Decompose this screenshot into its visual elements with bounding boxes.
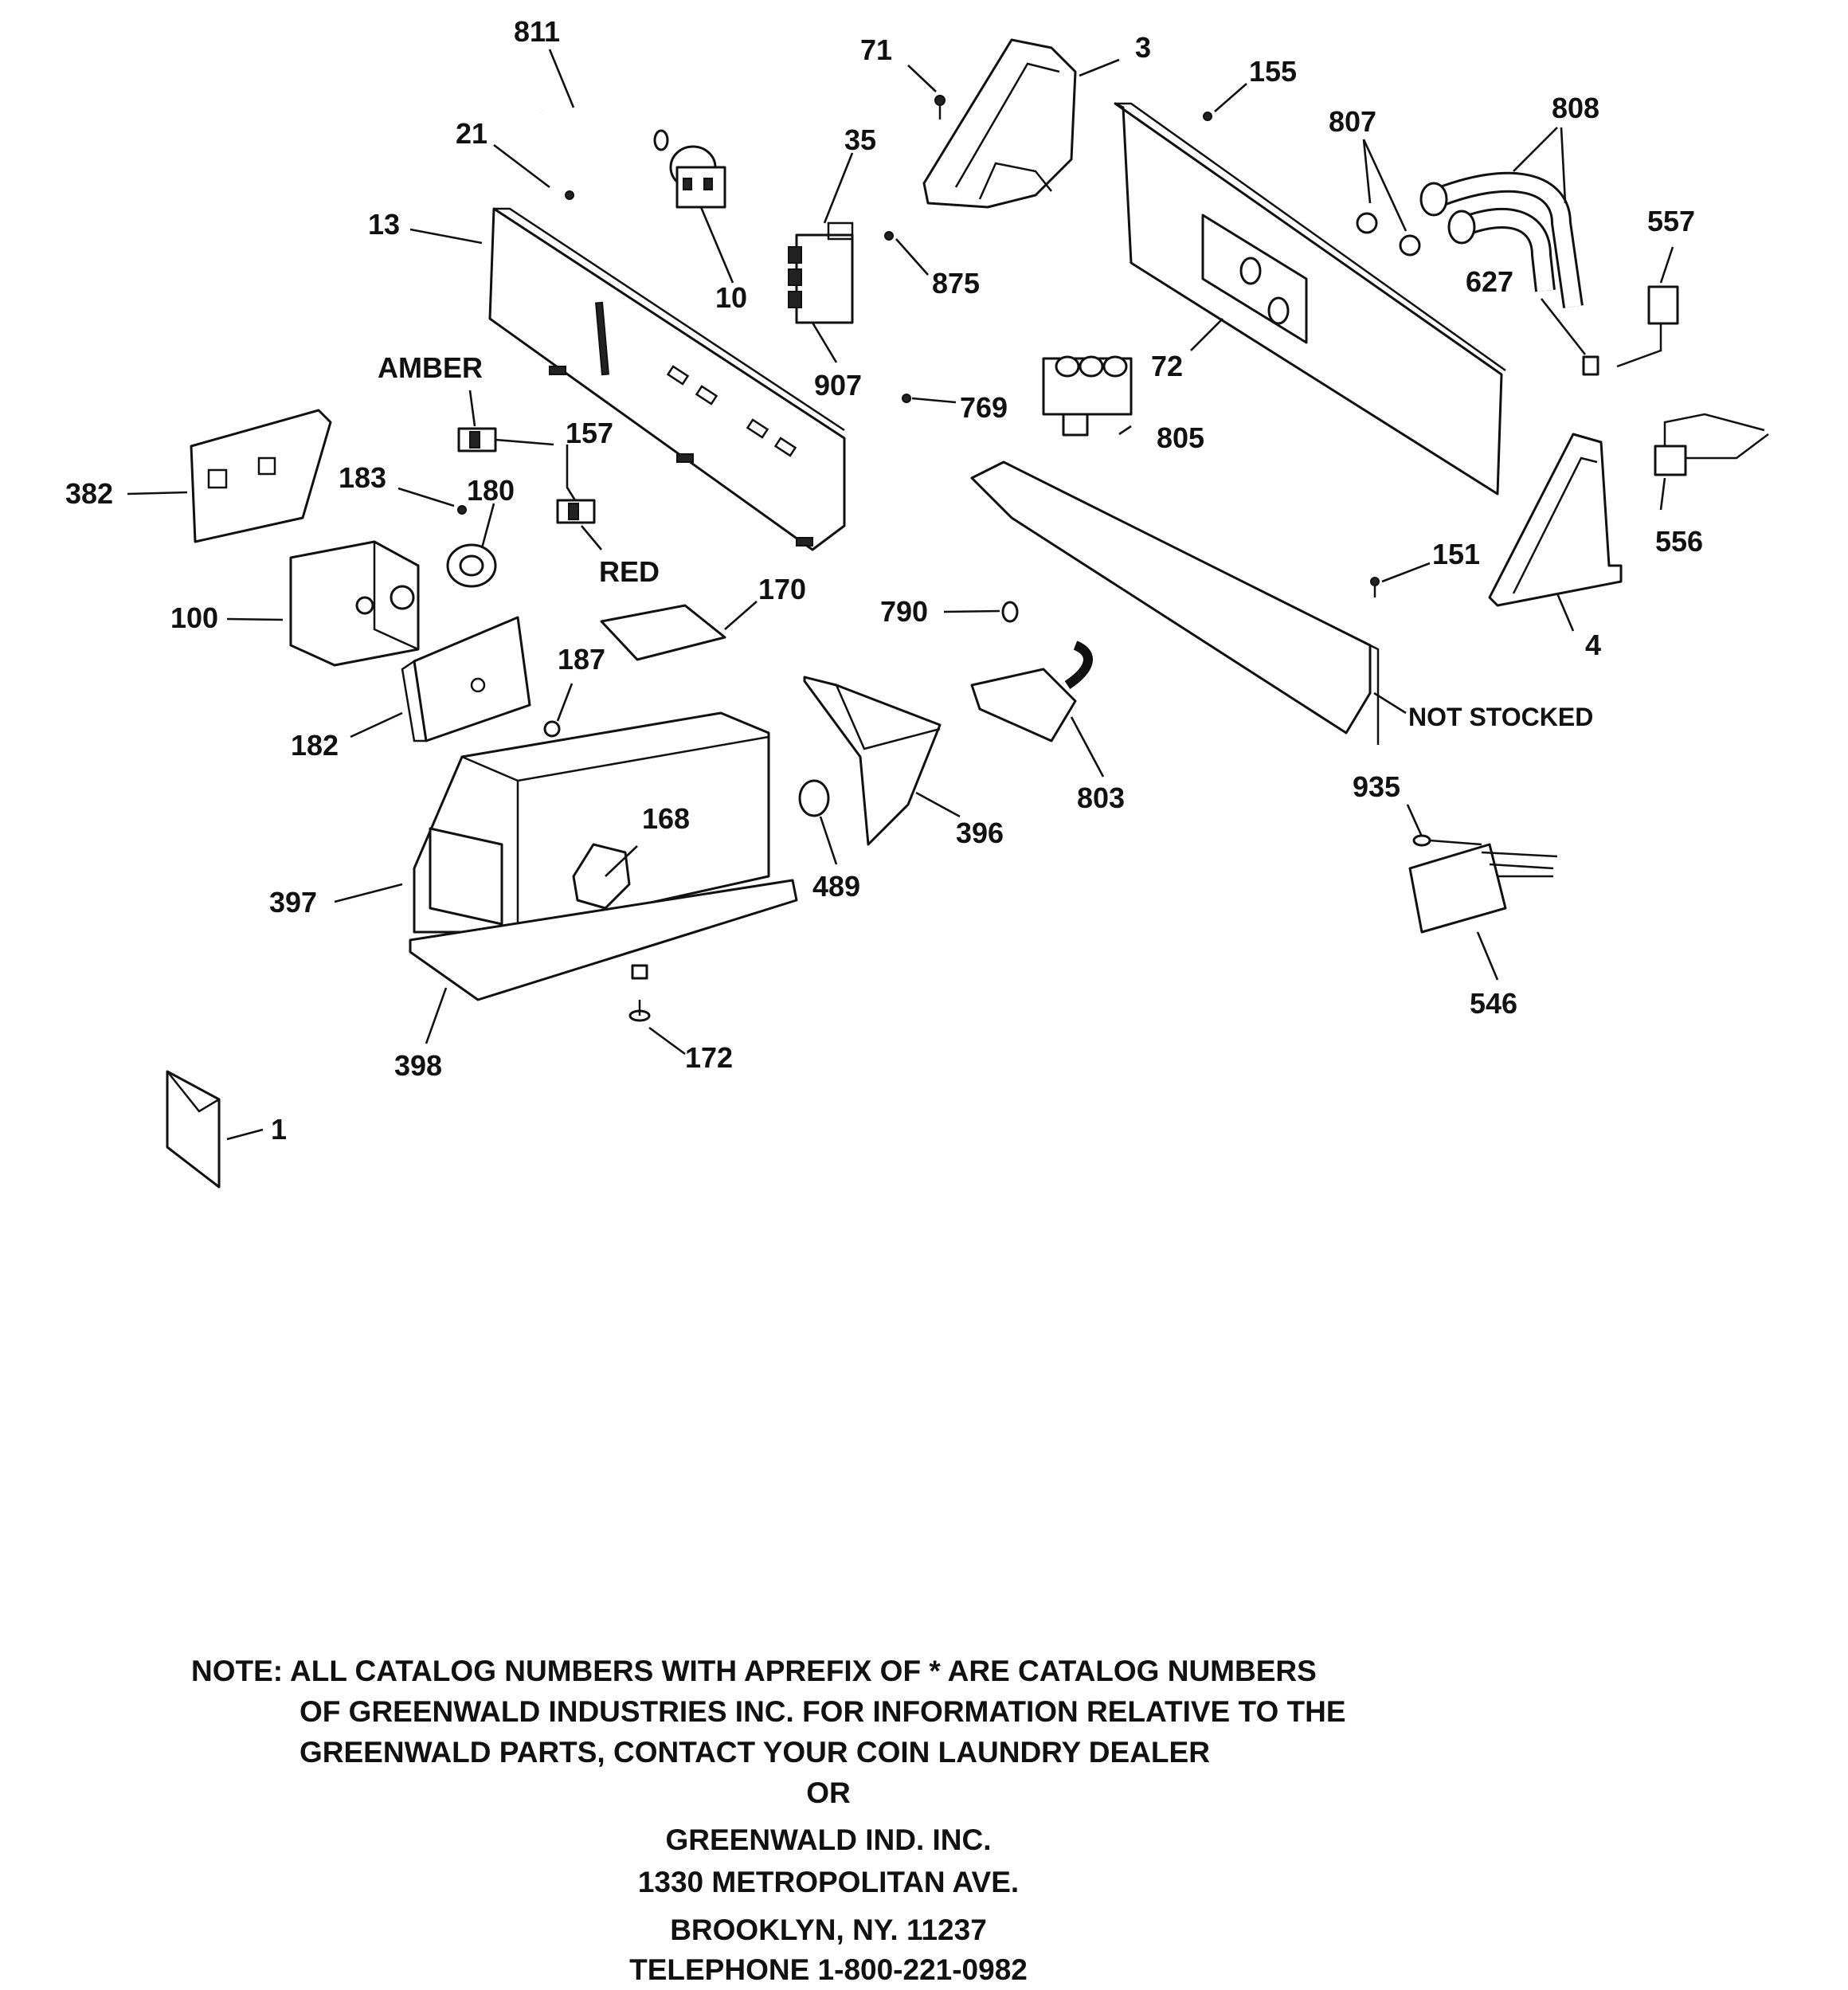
callout-803: 803 [1077, 782, 1125, 814]
callout-labels: 811 71 3 155 807 808 21 35 13 10 875 557… [65, 15, 1703, 1146]
part-805-valve [1042, 355, 1133, 437]
callout-71: 71 [860, 33, 892, 66]
callout-907: 907 [814, 369, 862, 402]
part-187-screw [543, 720, 561, 738]
callout-170: 170 [758, 573, 806, 605]
callout-807: 807 [1329, 105, 1376, 138]
part-183-screw [457, 505, 467, 515]
callout-168: 168 [642, 802, 690, 835]
callout-red: RED [599, 555, 660, 588]
callout-557: 557 [1647, 205, 1695, 237]
part-72-backsplash [1114, 102, 1506, 496]
callout-875: 875 [932, 267, 980, 300]
part-557-switch [1616, 285, 1679, 368]
part-180-clamp [446, 543, 497, 588]
part-398-base-plate [409, 879, 798, 1001]
note-line-2: OF GREENWALD INDUSTRIES INC. FOR INFORMA… [300, 1695, 1346, 1728]
part-21-screw [565, 190, 574, 200]
callout-amber: AMBER [378, 351, 483, 384]
callout-1: 1 [271, 1113, 287, 1146]
part-71-screw [934, 95, 946, 119]
part-172-foot [628, 964, 651, 1022]
note-telephone: TELEPHONE 1-800-221-0982 [629, 1953, 1028, 1986]
part-807-washers [1356, 212, 1421, 257]
part-13-control-panel [488, 207, 846, 551]
callout-382: 382 [65, 477, 113, 510]
callout-627: 627 [1466, 265, 1513, 298]
callout-489: 489 [812, 870, 860, 903]
callout-556: 556 [1655, 525, 1703, 558]
part-1-envelope [166, 1070, 221, 1189]
part-935-terminal [1412, 834, 1482, 847]
callout-180: 180 [467, 474, 515, 507]
callout-805: 805 [1157, 421, 1204, 454]
part-769-screw [902, 394, 911, 403]
note-line-1: NOTE: ALL CATALOG NUMBERS WITH APREFIX O… [191, 1655, 1317, 1687]
note-street: 1330 METROPOLITAN AVE. [637, 1866, 1020, 1898]
callout-157: 157 [566, 417, 613, 449]
callout-4: 4 [1585, 629, 1601, 661]
part-3-endcap [922, 38, 1077, 209]
note-city: BROOKLYN, NY. 11237 [670, 1914, 987, 1946]
part-875-screw [884, 231, 894, 241]
part-556-harness-switch [1654, 413, 1769, 476]
callout-100: 100 [170, 601, 218, 634]
part-10-pressure-switch [669, 145, 726, 209]
part-803-motor-housing [970, 640, 1093, 742]
part-627-plug [1582, 355, 1599, 376]
callout-187: 187 [558, 643, 605, 676]
part-397-control-box [413, 711, 770, 934]
note-line-3: GREENWALD PARTS, CONTACT YOUR COIN LAUND… [300, 1736, 1210, 1769]
callout-3: 3 [1135, 31, 1151, 64]
part-155-screw [1203, 112, 1212, 121]
callout-72: 72 [1151, 350, 1183, 382]
leader-lines [127, 49, 1674, 1141]
callout-396: 396 [956, 817, 1004, 849]
callout-182: 182 [291, 729, 339, 762]
part-151-screw [1370, 577, 1380, 597]
callout-35: 35 [844, 123, 876, 156]
callout-not-stocked: NOT STOCKED [1408, 703, 1593, 731]
part-170-label [600, 604, 726, 661]
callout-151: 151 [1432, 538, 1480, 570]
callout-172: 172 [685, 1041, 733, 1074]
part-790-clip [1001, 601, 1019, 623]
part-35-rotary-switch [788, 221, 854, 324]
part-489-bushing [798, 779, 830, 817]
callout-21: 21 [456, 117, 487, 150]
part-base-rail-not-stocked [970, 460, 1380, 745]
callout-790: 790 [880, 595, 928, 628]
part-red-light [556, 499, 596, 524]
callout-183: 183 [339, 461, 386, 494]
part-4-endcap [1488, 433, 1623, 607]
callout-397: 397 [269, 886, 317, 919]
callout-155: 155 [1249, 55, 1297, 88]
part-546-harness-block [1408, 843, 1558, 934]
callout-398: 398 [394, 1049, 442, 1082]
part-182-bracket [401, 616, 531, 742]
callout-811: 811 [514, 15, 560, 48]
callout-13: 13 [368, 208, 400, 241]
part-396-cover [803, 676, 942, 846]
part-808-hoses [1419, 171, 1584, 308]
note-company: GREENWALD IND. INC. [665, 1824, 992, 1856]
callout-546: 546 [1470, 987, 1517, 1020]
part-100-timer [289, 540, 420, 667]
part-amber-light [457, 427, 497, 452]
part-382-bezel [190, 409, 332, 543]
part-811-hose [541, 108, 669, 151]
callout-935: 935 [1353, 770, 1400, 803]
callout-769: 769 [960, 391, 1008, 424]
callout-10: 10 [715, 281, 747, 314]
note-or: OR [806, 1777, 851, 1809]
callout-808: 808 [1552, 92, 1599, 124]
